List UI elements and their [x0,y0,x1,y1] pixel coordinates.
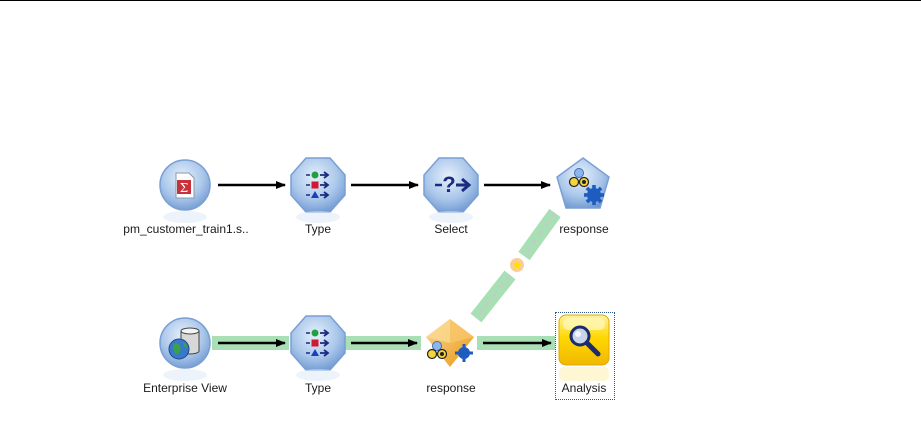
model-nugget-icon [426,319,474,367]
connection-n6-n7[interactable] [345,336,421,350]
node-pm-customer-train[interactable]: Σ [160,160,210,223]
connection-n7-n8[interactable] [477,336,555,350]
svg-text:?: ? [442,172,455,197]
connection-n5-n6[interactable] [212,336,289,350]
node-select[interactable]: ? [424,158,478,223]
node-type-2[interactable] [291,316,345,381]
node-enterprise-view[interactable] [160,318,210,381]
node-label-response-nugget: response [426,381,475,395]
node-response-model[interactable] [557,158,609,208]
selection-box [555,312,615,400]
refresh-star-icon [510,258,524,272]
node-label-select: Select [434,222,467,236]
node-label-type-2: Type [305,381,331,395]
model-link-n4-n7[interactable] [476,213,555,318]
svg-text:Σ: Σ [180,181,188,195]
node-label-enterprise-view: Enterprise View [143,381,227,395]
node-type-1[interactable] [291,158,345,223]
node-label-response-model: response [559,222,608,236]
statistics-file-icon: Σ [176,173,194,198]
node-response-nugget[interactable] [426,319,474,367]
node-label-pm-customer-train: pm_customer_train1.s.. [123,222,248,236]
node-label-type-1: Type [305,222,331,236]
